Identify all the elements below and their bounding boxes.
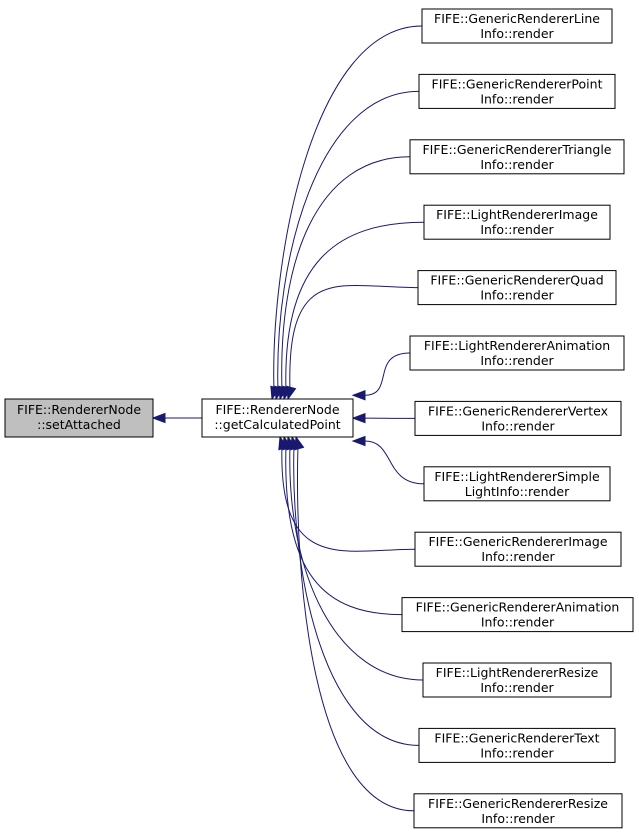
edge-caller-13 (297, 444, 415, 812)
node-label-line2: ::getCalculatedPoint (214, 417, 340, 432)
node-box (401, 597, 634, 633)
node-box (409, 335, 625, 371)
node-label-line1: FIFE::GenericRendererImage (428, 534, 607, 549)
node-label-line2: Info::render (480, 157, 554, 172)
edge-caller-9 (281, 444, 416, 552)
node-label-line2: LightInfo::render (465, 484, 570, 499)
node-label-line2: Info::render (481, 811, 555, 826)
edge-caller-1 (273, 25, 423, 392)
arrowhead-root (151, 412, 166, 424)
node-box (422, 662, 612, 698)
node-label-line1: FIFE::GenericRendererAnimation (416, 600, 620, 615)
node-label-line1: FIFE::GenericRendererTriangle (422, 142, 611, 157)
edge-caller-4 (285, 221, 425, 392)
node-box (413, 793, 623, 829)
node-label-line1: FIFE::LightRendererResize (436, 665, 599, 680)
edge-caller-10 (285, 444, 403, 616)
arrowhead-caller-7 (351, 412, 366, 424)
node-label-line2: Info::render (480, 353, 554, 368)
node-generic-renderer-triangle-info-render[interactable]: FIFE::GenericRendererTriangleInfo::rende… (409, 139, 625, 175)
node-label-line1: FIFE::GenericRendererText (434, 730, 599, 745)
node-box (423, 466, 611, 502)
node-label-line1: FIFE::LightRendererAnimation (424, 338, 610, 353)
node-label-line2: Info::render (480, 91, 554, 106)
edges-layer (151, 25, 425, 812)
edge-caller-2 (277, 90, 420, 392)
arrowhead-caller-6 (351, 390, 366, 401)
node-label-line2: Info::render (481, 418, 555, 433)
edge-caller-8 (364, 440, 425, 485)
node-box (409, 139, 625, 175)
node-box (423, 204, 611, 240)
node-box (421, 8, 613, 44)
node-label-line2: Info::render (480, 26, 554, 41)
node-box (418, 73, 616, 109)
arrowhead-caller-13 (294, 435, 305, 451)
node-label-line1: FIFE::GenericRendererLine (434, 11, 600, 26)
caller-nodes: FIFE::GenericRendererLineInfo::renderFIF… (401, 8, 634, 829)
node-box (414, 531, 622, 567)
edge-caller-11 (289, 444, 424, 681)
node-label-line2: Info::render (481, 615, 555, 630)
edge-caller-5 (289, 284, 419, 392)
node-renderernode-getcalculatedpoint[interactable]: FIFE::RendererNode ::getCalculatedPoint (201, 398, 354, 438)
node-label-line2: Info::render (481, 549, 555, 564)
node-box (417, 270, 617, 306)
node-label-line1: FIFE::GenericRendererVertex (428, 403, 608, 418)
arrowhead-caller-8 (351, 435, 366, 447)
arrowhead-caller-5 (286, 385, 297, 401)
node-box (418, 727, 616, 763)
node-label-line1: FIFE::GenericRendererQuad (430, 273, 603, 288)
node-light-renderer-simple-light-info-render[interactable]: FIFE::LightRendererSimpleLightInfo::rend… (423, 466, 611, 502)
node-label-line2: ::setAttached (37, 417, 121, 432)
edge-caller-6 (364, 352, 411, 396)
node-label-line2: Info::render (480, 680, 554, 695)
node-label-line1: FIFE::RendererNode (215, 402, 339, 417)
edge-caller-3 (281, 156, 411, 392)
node-label-line1: FIFE::GenericRendererPoint (432, 76, 603, 91)
edge-caller-12 (293, 444, 420, 746)
node-label-line1: FIFE::LightRendererSimple (434, 469, 600, 484)
node-box (414, 400, 622, 436)
node-label-line2: Info::render (480, 288, 554, 303)
node-label-line2: Info::render (480, 745, 554, 760)
node-label-line1: FIFE::RendererNode (17, 402, 141, 417)
node-renderernode-setattached[interactable]: FIFE::RendererNode ::setAttached (4, 398, 154, 438)
node-generic-renderer-animation-info-render[interactable]: FIFE::GenericRendererAnimationInfo::rend… (401, 597, 634, 633)
node-label-line1: FIFE::GenericRendererResize (428, 796, 608, 811)
node-label-line2: Info::render (480, 222, 554, 237)
node-label-line1: FIFE::LightRendererImage (436, 207, 598, 222)
